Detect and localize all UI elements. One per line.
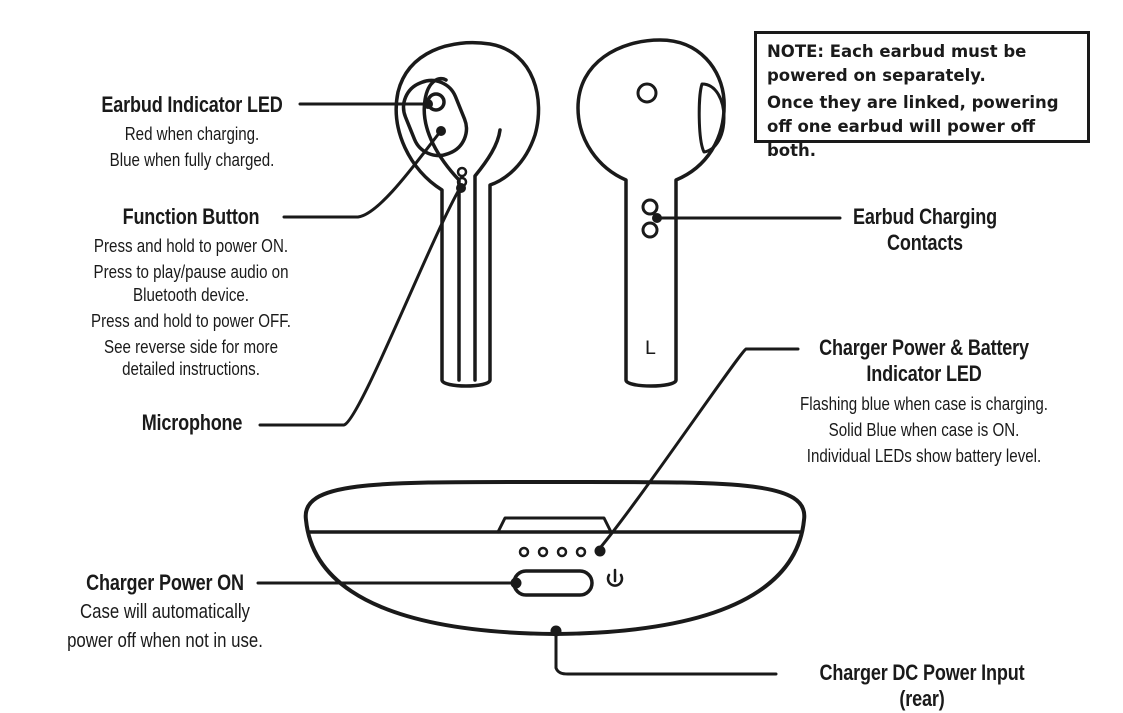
dot-dc-input xyxy=(550,625,562,637)
label-microphone-title: Microphone xyxy=(141,410,243,435)
note-line-2: Once they are linked, powering off one e… xyxy=(767,92,1059,160)
label-earbud-led-line: Red when charging. xyxy=(124,124,260,145)
note-box: NOTE: Each earbud must be powered on sep… xyxy=(754,31,1090,160)
label-charging-contacts-title-2: Contacts xyxy=(887,230,963,256)
label-charger-power-on-line: power off when not in use. xyxy=(67,630,263,653)
dot-microphone xyxy=(456,183,466,193)
label-earbud-led-line: Blue when fully charged. xyxy=(109,150,275,171)
dot-function-button xyxy=(436,126,446,136)
earbud-side-letter: L xyxy=(645,337,656,359)
label-charger-led: Charger Power & Battery Indicator LED Fl… xyxy=(772,335,1076,469)
right-earbud-sensor xyxy=(636,82,658,104)
label-function-button: Function Button Press and hold to power … xyxy=(56,204,326,382)
dot-earbud-led xyxy=(423,99,433,109)
label-function-button-line: Press and hold to power OFF. xyxy=(90,310,292,331)
power-icon xyxy=(606,568,624,587)
label-earbud-led: Earbud Indicator LED Red when charging. … xyxy=(72,92,312,174)
dot-charging-contacts xyxy=(652,213,662,223)
left-earbud-body xyxy=(394,40,541,388)
label-microphone: Microphone xyxy=(122,410,262,436)
charging-case-shell xyxy=(303,479,807,636)
function-button-pad xyxy=(401,78,469,158)
label-charger-power-on: Charger Power ON Case will automatically… xyxy=(40,570,290,656)
dot-charger-led xyxy=(594,545,606,557)
label-function-button-line: Press and hold to power ON. xyxy=(93,236,289,257)
charging-contact-1 xyxy=(641,198,659,216)
right-earbud-grille xyxy=(697,82,726,154)
label-dc-input-title: Charger DC Power Input (rear) xyxy=(819,660,1025,712)
label-earbud-led-title: Earbud Indicator LED xyxy=(101,92,283,117)
note-line-1: NOTE: Each earbud must be powered on sep… xyxy=(767,42,1027,85)
label-charger-led-title-2: Indicator LED xyxy=(866,361,982,387)
right-earbud-body xyxy=(576,38,726,388)
label-charging-contacts-title-1: Earbud Charging xyxy=(853,204,997,229)
charging-contact-2 xyxy=(641,221,659,239)
label-charging-contacts: Earbud Charging Contacts xyxy=(820,204,1030,257)
battery-led-3 xyxy=(556,546,568,558)
label-charger-led-line: Solid Blue when case is ON. xyxy=(828,419,1020,440)
battery-led-2 xyxy=(537,546,549,558)
leader-function-button xyxy=(282,130,442,219)
leader-dc-input xyxy=(554,632,778,676)
label-function-button-title: Function Button xyxy=(122,204,260,229)
charger-power-button xyxy=(512,569,594,597)
leader-microphone xyxy=(258,186,462,427)
label-function-button-line: See reverse side for more xyxy=(104,336,278,357)
leader-lines xyxy=(256,102,842,676)
leader-charger-led xyxy=(598,347,800,550)
label-dc-input: Charger DC Power Input (rear) xyxy=(770,660,1074,713)
label-charger-power-on-title: Charger Power ON xyxy=(86,570,244,595)
label-charger-power-on-line: Case will automatically xyxy=(80,601,250,624)
label-charger-led-line: Flashing blue when case is charging. xyxy=(800,393,1048,414)
microphone-hole xyxy=(456,166,468,178)
label-charger-led-line: Individual LEDs show battery level. xyxy=(806,445,1042,466)
battery-led-4 xyxy=(575,546,587,558)
battery-led-1 xyxy=(518,546,530,558)
charging-case-tab xyxy=(496,516,613,534)
label-function-button-line: detailed instructions. xyxy=(122,358,260,379)
dot-charger-power-on xyxy=(510,577,522,589)
label-function-button-line: Bluetooth device. xyxy=(133,284,249,305)
label-function-button-line: Press to play/pause audio on xyxy=(93,262,289,283)
left-earbud-outer-edge xyxy=(473,128,502,382)
label-charger-led-title-1: Charger Power & Battery xyxy=(819,335,1029,360)
